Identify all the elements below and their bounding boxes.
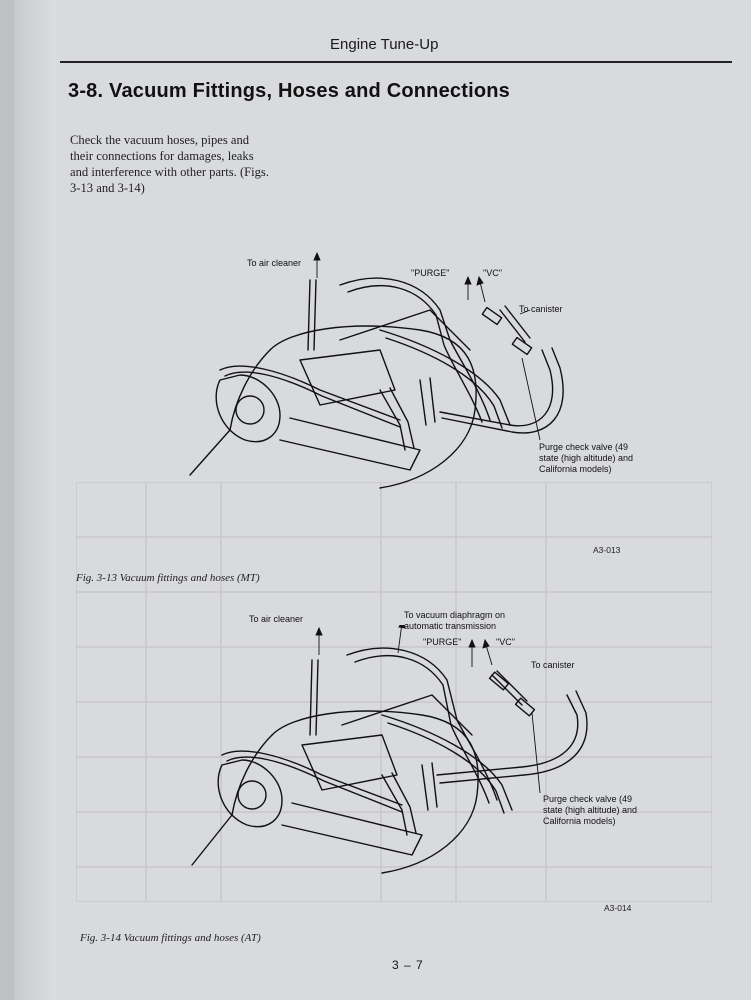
fig2-caption: Fig. 3-14 Vacuum fittings and hoses (AT): [80, 932, 261, 944]
fig2-label-vc: "VC": [496, 637, 515, 647]
vacuum-hose-diagram-at: [191, 625, 588, 874]
fig1-caption: Fig. 3-13 Vacuum fittings and hoses (MT): [76, 572, 260, 584]
fig2-label-canister: To canister: [531, 660, 575, 670]
page-number: 3 – 7: [392, 958, 424, 972]
section-title: 3-8. Vacuum Fittings, Hoses and Connecti…: [68, 80, 511, 102]
bleed-through-table: [76, 482, 712, 902]
fig2-code: A3-014: [604, 903, 632, 913]
fig1-label-air-cleaner: To air cleaner: [247, 258, 302, 268]
fig1-label-check-valve: Purge check valve (49 state (high altitu…: [539, 442, 634, 474]
intro-paragraph: Check the vacuum hoses, pipes and their …: [70, 133, 269, 195]
running-header: Engine Tune-Up: [330, 36, 439, 53]
fig2-label-purge: "PURGE": [423, 637, 462, 647]
book-spine: [0, 0, 15, 1000]
fig2-label-check-valve: Purge check valve (49 state (high altitu…: [543, 794, 638, 826]
facing-page-edge: [14, 0, 56, 1000]
fig1-label-purge: "PURGE": [411, 268, 450, 278]
fig2-label-diaphragm: To vacuum diaphragm on automatic transmi…: [404, 610, 506, 631]
fig1-code: A3-013: [593, 545, 621, 555]
fig2-label-air-cleaner: To air cleaner: [249, 614, 304, 624]
fig1-label-canister: To canister: [519, 304, 563, 314]
header-rule: [60, 61, 732, 63]
fig1-label-vc: "VC": [483, 268, 502, 278]
vacuum-hose-diagram-mt: [189, 251, 564, 489]
